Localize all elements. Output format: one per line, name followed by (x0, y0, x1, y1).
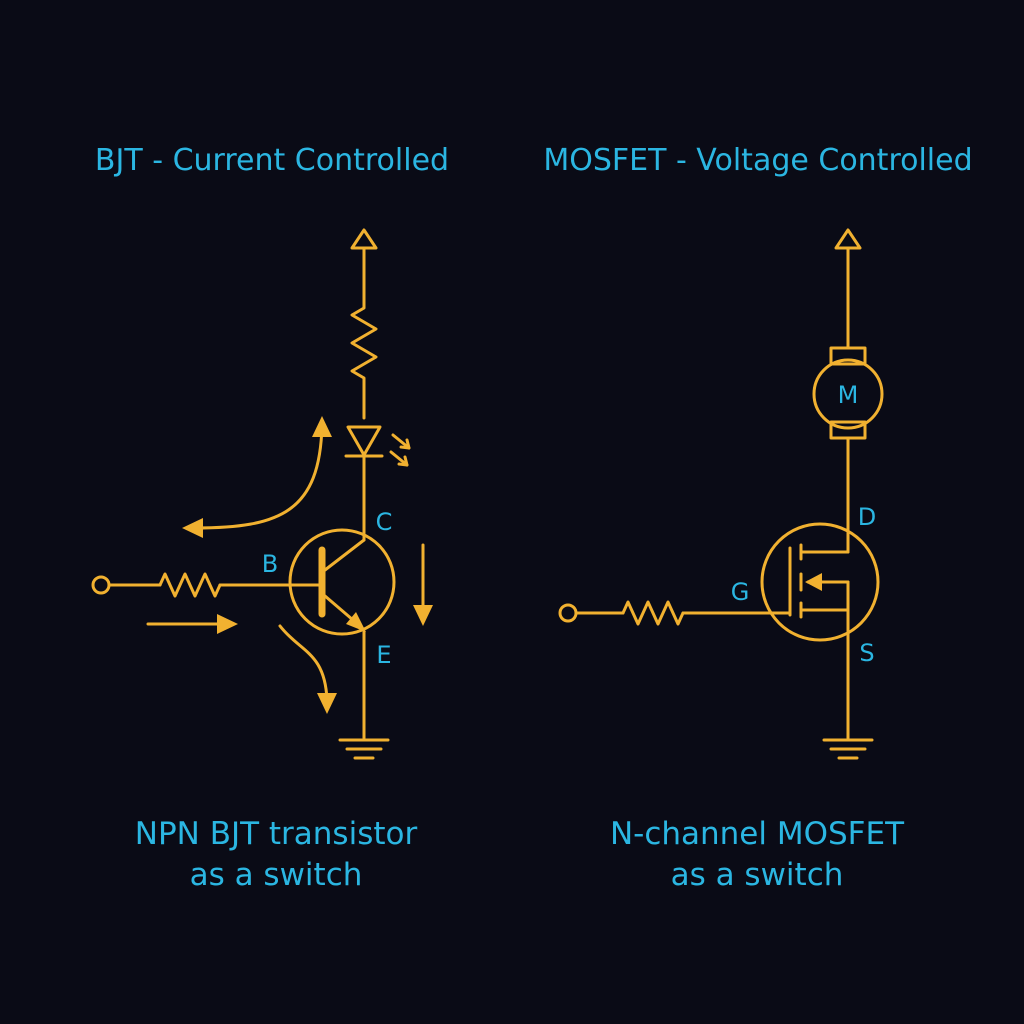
led-icon (344, 425, 411, 542)
mosfet-gate-input (558, 600, 792, 626)
bjt-supply-arrow (350, 228, 378, 304)
motor-label: M (838, 381, 859, 409)
bjt-collector-resistor (350, 300, 378, 420)
bjt-pin-collector-label: C (376, 508, 393, 536)
bjt-base-input (91, 572, 324, 598)
bjt-pin-base-label: B (262, 550, 278, 578)
npn-transistor-symbol (288, 528, 396, 740)
mosfet-caption-line1: N-channel MOSFET (610, 816, 905, 852)
motor-icon: M (812, 346, 884, 545)
mosfet-pin-source-label: S (859, 639, 874, 667)
bjt-caption-line2: as a switch (190, 857, 363, 893)
mosfet-caption-line2: as a switch (671, 857, 844, 893)
mosfet-pin-drain-label: D (858, 503, 876, 531)
mosfet-circuit: MOSFET - Voltage Controlled M (543, 143, 972, 893)
mosfet-pin-gate-label: G (731, 578, 750, 606)
bjt-ground-icon (338, 738, 390, 760)
mosfet-title: MOSFET - Voltage Controlled (543, 143, 972, 178)
n-channel-mosfet-symbol (760, 522, 880, 740)
bjt-circuit: BJT - Current Controlled (91, 143, 449, 893)
bjt-current-flow-arrows (146, 416, 433, 714)
bjt-pin-emitter-label: E (376, 641, 391, 669)
mosfet-ground-icon (822, 738, 874, 760)
mosfet-supply-arrow (834, 228, 862, 350)
bjt-caption-line1: NPN BJT transistor (135, 816, 418, 852)
bjt-title: BJT - Current Controlled (95, 143, 449, 178)
